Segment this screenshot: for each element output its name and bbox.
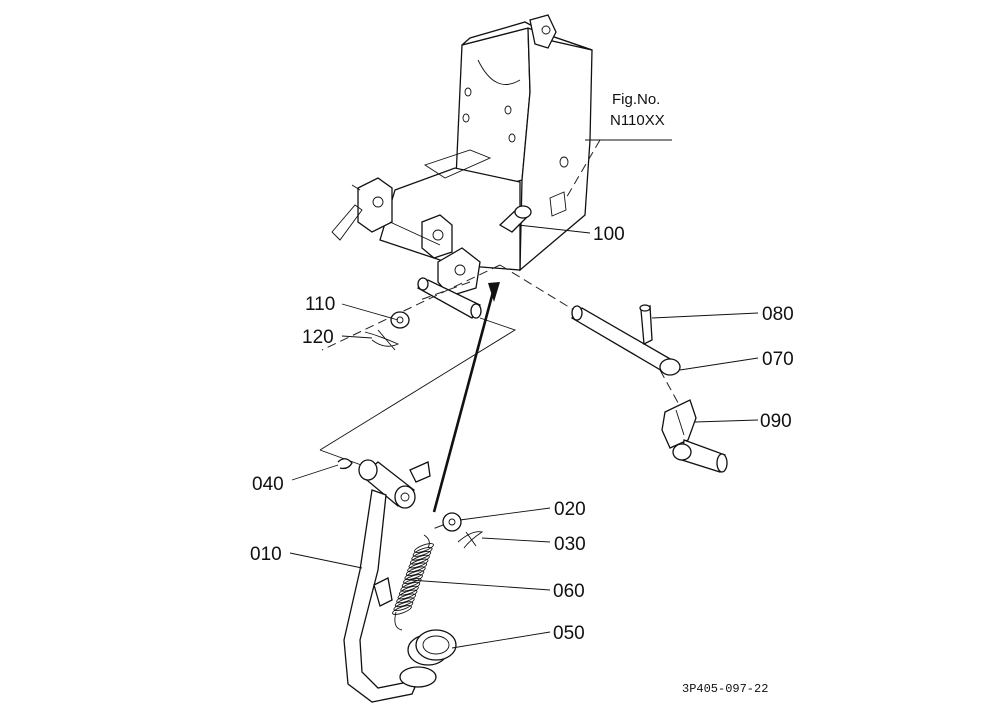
drawing-reference: 3P405-097-22 <box>682 682 768 696</box>
spring-coil <box>405 566 426 577</box>
cotter-pin-030 <box>457 531 484 549</box>
spring-coil <box>400 581 421 592</box>
fig-label: Fig.No. <box>612 91 660 108</box>
pedal-arm <box>343 459 437 703</box>
callout-020: 020 <box>554 499 586 520</box>
spring-coil <box>393 601 414 612</box>
spring-coil <box>394 597 415 608</box>
spring-coil <box>397 589 418 600</box>
callout-070: 070 <box>762 349 794 370</box>
callout-050: 050 <box>553 623 585 644</box>
clip-040 <box>337 458 353 470</box>
return-spring <box>392 534 434 631</box>
assembly-lines <box>319 139 683 531</box>
spring-coil <box>392 605 412 615</box>
figure-number: Fig.No. N110XX <box>610 91 665 129</box>
washer-020 <box>442 512 462 532</box>
pivot-shaft <box>416 277 482 319</box>
spring-coil <box>411 550 432 561</box>
spring-coil <box>403 574 423 584</box>
spring-coil <box>404 570 425 581</box>
rod-end <box>661 399 728 473</box>
spring-coil <box>407 562 428 573</box>
callout-100: 100 <box>593 224 625 245</box>
leader-lines <box>289 139 759 649</box>
callout-090: 090 <box>760 411 792 432</box>
fig-number: N110XX <box>610 112 665 129</box>
callout-labels: 100 110 120 080 070 090 040 020 030 010 … <box>250 224 794 644</box>
spring-coil <box>409 554 430 565</box>
callout-060: 060 <box>553 581 585 602</box>
frame-bracket <box>331 14 593 297</box>
spring-coil <box>414 543 434 553</box>
washer-110 <box>390 311 410 329</box>
spring-coil <box>408 558 429 569</box>
callout-030: 030 <box>554 534 586 555</box>
cotter-pin-120 <box>364 329 400 351</box>
clevis-pin-assembly <box>570 304 681 376</box>
callout-040: 040 <box>252 474 284 495</box>
pedal-pad-rubber <box>407 629 457 666</box>
callout-120: 120 <box>302 327 334 348</box>
assembly-arrow <box>432 282 500 513</box>
spring-coil <box>412 546 433 557</box>
callout-110: 110 <box>305 294 335 315</box>
callout-010: 010 <box>250 544 282 565</box>
spring-coil <box>396 593 417 604</box>
spring-coil <box>398 585 419 596</box>
callout-080: 080 <box>762 304 794 325</box>
